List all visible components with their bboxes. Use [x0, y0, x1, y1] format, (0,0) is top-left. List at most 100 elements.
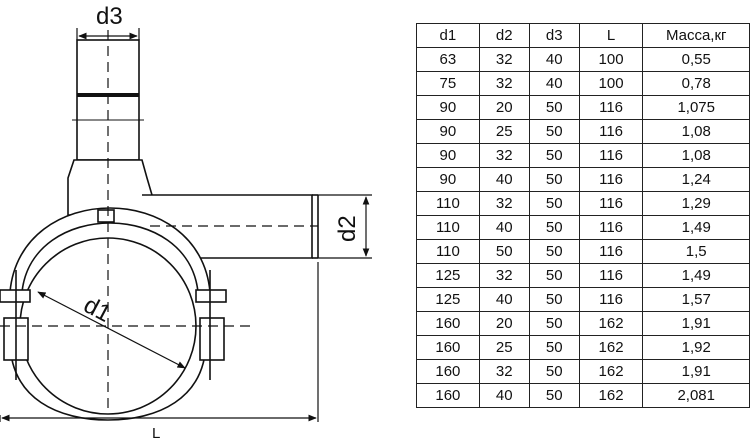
cell: 0,78 — [642, 71, 750, 96]
header-d3: d3 — [528, 23, 580, 48]
cell: 50 — [528, 335, 580, 360]
cell: 160 — [416, 383, 480, 408]
cell: 1,91 — [642, 359, 750, 384]
cell: 40 — [478, 215, 530, 240]
cell: 50 — [528, 119, 580, 144]
cell: 1,5 — [642, 239, 750, 264]
cell: 40 — [528, 71, 580, 96]
cell: 32 — [478, 263, 530, 288]
cell: 1,075 — [642, 95, 750, 120]
cell: 90 — [416, 119, 480, 144]
cell: 1,49 — [642, 215, 750, 240]
cell: 25 — [478, 335, 530, 360]
cell: 116 — [578, 119, 644, 144]
cell: 75 — [416, 71, 480, 96]
cell: 116 — [578, 239, 644, 264]
d2-label: d2 — [334, 215, 361, 242]
cell: 50 — [528, 359, 580, 384]
cell: 1,08 — [642, 119, 750, 144]
cell: 32 — [478, 191, 530, 216]
cell: 125 — [416, 263, 480, 288]
cell: 50 — [528, 167, 580, 192]
header-L: L — [578, 23, 644, 48]
cell: 90 — [416, 95, 480, 120]
cell: 20 — [478, 95, 530, 120]
header-mass: Масса,кг — [642, 23, 750, 48]
cell: 50 — [528, 287, 580, 312]
cell: 160 — [416, 311, 480, 336]
cell: 32 — [478, 359, 530, 384]
cell: 50 — [528, 95, 580, 120]
cell: 50 — [528, 239, 580, 264]
cell: 63 — [416, 47, 480, 72]
cell: 1,29 — [642, 191, 750, 216]
cell: 20 — [478, 311, 530, 336]
cell: 116 — [578, 95, 644, 120]
cell: 1,24 — [642, 167, 750, 192]
cell: 110 — [416, 239, 480, 264]
cell: 50 — [528, 215, 580, 240]
cell: 40 — [478, 167, 530, 192]
cell: 1,08 — [642, 143, 750, 168]
cell: 116 — [578, 191, 644, 216]
cell: 125 — [416, 287, 480, 312]
cell: 116 — [578, 263, 644, 288]
cell: 162 — [578, 311, 644, 336]
header-d1: d1 — [416, 23, 480, 48]
cell: 40 — [528, 47, 580, 72]
cell: 110 — [416, 191, 480, 216]
cell: 162 — [578, 383, 644, 408]
cell: 100 — [578, 71, 644, 96]
cell: 40 — [478, 383, 530, 408]
cell: 32 — [478, 71, 530, 96]
cell: 40 — [478, 287, 530, 312]
cell: 110 — [416, 215, 480, 240]
table-header-row: d1 d2 d3 L Масса,кг — [416, 23, 750, 48]
cell: 0,55 — [642, 47, 750, 72]
cell: 50 — [528, 263, 580, 288]
L-label: L — [152, 425, 160, 442]
cell: 160 — [416, 335, 480, 360]
cell: 1,57 — [642, 287, 750, 312]
cell: 50 — [528, 143, 580, 168]
cell: 90 — [416, 143, 480, 168]
cell: 116 — [578, 167, 644, 192]
outlet-body — [67, 159, 153, 216]
cell: 25 — [478, 119, 530, 144]
cell: 1,91 — [642, 311, 750, 336]
cell: 2,081 — [642, 383, 750, 408]
cell: 116 — [578, 287, 644, 312]
cell: 90 — [416, 167, 480, 192]
cell: 32 — [478, 143, 530, 168]
cell: 116 — [578, 143, 644, 168]
cell: 1,49 — [642, 263, 750, 288]
cell: 160 — [416, 359, 480, 384]
cell: 50 — [528, 191, 580, 216]
cell: 162 — [578, 359, 644, 384]
cell: 50 — [478, 239, 530, 264]
header-d2: d2 — [478, 23, 530, 48]
cell: 162 — [578, 335, 644, 360]
d3-label: d3 — [96, 3, 123, 30]
cell: 100 — [578, 47, 644, 72]
cell: 50 — [528, 311, 580, 336]
cell: 50 — [528, 383, 580, 408]
saddle-tee-drawing: d3 d2 d1 L — [0, 3, 372, 442]
cell: 1,92 — [642, 335, 750, 360]
